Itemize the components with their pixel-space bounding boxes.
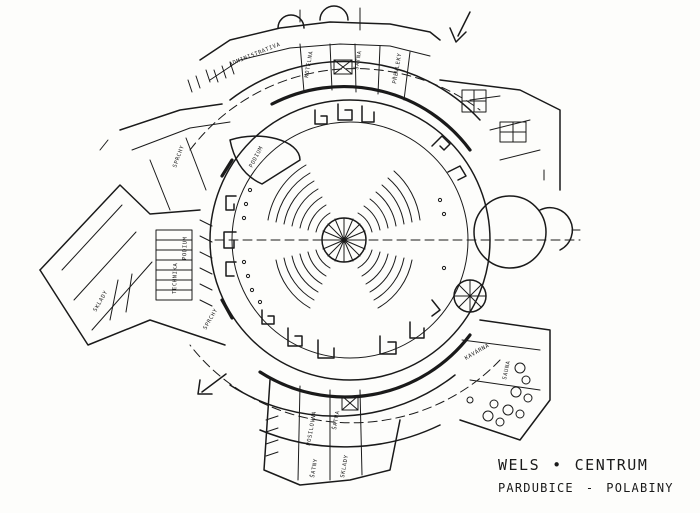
north-wall-arc	[270, 85, 472, 152]
west-stair-block	[155, 229, 193, 301]
room-label-podium-north: PODIUM	[248, 145, 264, 169]
room-label-satny: ŠATNY	[309, 458, 319, 479]
south-wing-wall	[263, 379, 401, 486]
north-wing-outer-wall	[199, 21, 441, 61]
title-city: PARDUBICE	[498, 481, 574, 495]
room-label-satna-1: ŠATNA	[353, 50, 363, 71]
north-dashed-path	[189, 68, 481, 151]
south-outer-wall	[229, 374, 456, 417]
podium-north-shape	[229, 135, 301, 185]
concentric-rings	[189, 60, 501, 448]
title-block: WELS • CENTRUM PARDUBICE-POLABINY	[498, 456, 688, 495]
west-wall-stubs	[220, 158, 234, 320]
room-label-kotelna: KOTELNA	[304, 50, 315, 78]
nw-inner-wall	[131, 121, 231, 151]
ornament-north-2	[337, 103, 353, 121]
title-line-1: WELS • CENTRUM	[498, 456, 688, 474]
north-stair-ticks	[187, 61, 235, 93]
se-partitions	[461, 339, 541, 391]
room-label-sklady-1: SKLADY	[93, 290, 110, 313]
room-label-technika: TECHNIKA	[172, 263, 179, 295]
north-entrance-arrow-icon	[449, 11, 471, 43]
room-label-sprchy: SPRCHY	[172, 144, 186, 168]
west-ramp-ticks	[199, 219, 213, 307]
nw-partitions	[149, 137, 207, 211]
seating-rows-north-east	[357, 170, 421, 233]
ornament-west-2	[223, 231, 237, 249]
meander-ornaments	[223, 103, 467, 359]
east-wing	[439, 79, 581, 313]
east-spiral-stair-treads	[453, 279, 487, 313]
ornament-south-2	[287, 327, 303, 347]
north-wing-inner-wall	[209, 43, 431, 81]
central-arena	[214, 164, 581, 309]
room-label-posilovna: POSILOVNA	[306, 411, 318, 447]
ornament-north-3	[361, 105, 375, 123]
title-separator-1: •	[552, 456, 563, 474]
room-label-sauna: SAUNA	[502, 360, 512, 380]
title-name: WELS	[498, 456, 541, 474]
south-wing-partitions	[297, 385, 363, 481]
ornament-east-1	[431, 135, 451, 151]
west-wing-top-wall	[39, 184, 201, 271]
north-lift-core	[333, 59, 353, 75]
east-rotunda	[473, 195, 547, 269]
se-outer-wall	[459, 319, 551, 441]
room-label-podium-west: PODIUM	[182, 236, 189, 260]
west-wing: SKLADY TECHNIKA PODIUM	[39, 184, 226, 346]
ornament-west-1	[225, 195, 237, 211]
ornament-south-1	[261, 309, 275, 325]
south-dashed-path	[189, 344, 501, 424]
west-wing-bottom-wall	[39, 269, 226, 346]
south-west-exit-arrow-icon	[197, 373, 227, 395]
title-line-2: PARDUBICE-POLABINY	[498, 481, 688, 495]
north-outer-wall	[229, 60, 481, 121]
west-wing-hatch	[61, 204, 153, 331]
south-east-wing: SAUNA KAVÁRNA	[459, 319, 551, 441]
title-separator-2: -	[585, 481, 595, 495]
north-bay-2	[319, 5, 349, 21]
north-bay-1	[277, 14, 305, 29]
south-wall-arc	[258, 333, 472, 399]
room-label-administrace: ADMINISTRATIVA	[229, 42, 282, 68]
seating-rows-south-east	[357, 249, 413, 309]
title-word: CENTRUM	[574, 456, 649, 474]
ornament-west-3	[225, 261, 237, 277]
south-outermost-wall	[259, 424, 441, 448]
room-label-sprchy-2: SPRCHY	[203, 308, 220, 331]
title-district: POLABINY	[606, 481, 674, 495]
ornament-south-3	[317, 339, 335, 359]
ornament-south-5	[409, 321, 425, 339]
nw-wall	[119, 103, 223, 131]
ring-studs	[241, 187, 447, 305]
ornament-south-6	[431, 299, 441, 317]
ornament-south-4	[379, 335, 397, 355]
room-label-kavarna: KAVÁRNA	[464, 342, 491, 362]
west-stair-treads	[155, 239, 193, 291]
ornament-east-2	[447, 165, 467, 181]
se-scatter-circles	[466, 362, 533, 427]
north-wing: ADMINISTRATIVA KOTELNA ŠATNA PŘEVLEKY	[187, 5, 441, 101]
south-stair-ticks	[265, 415, 279, 457]
seating-rows-north-west	[267, 164, 331, 233]
ornament-north-1	[314, 109, 328, 125]
room-label-sklady-2: SKLADY	[340, 454, 350, 478]
ne-partitions	[469, 95, 541, 161]
east-rotunda-bay	[539, 206, 574, 251]
ne-outer-wall	[439, 79, 561, 191]
seating-rows-south-west	[275, 249, 331, 309]
south-lift-core	[341, 395, 359, 411]
room-label-satna-2: ŠATNA	[331, 410, 341, 431]
